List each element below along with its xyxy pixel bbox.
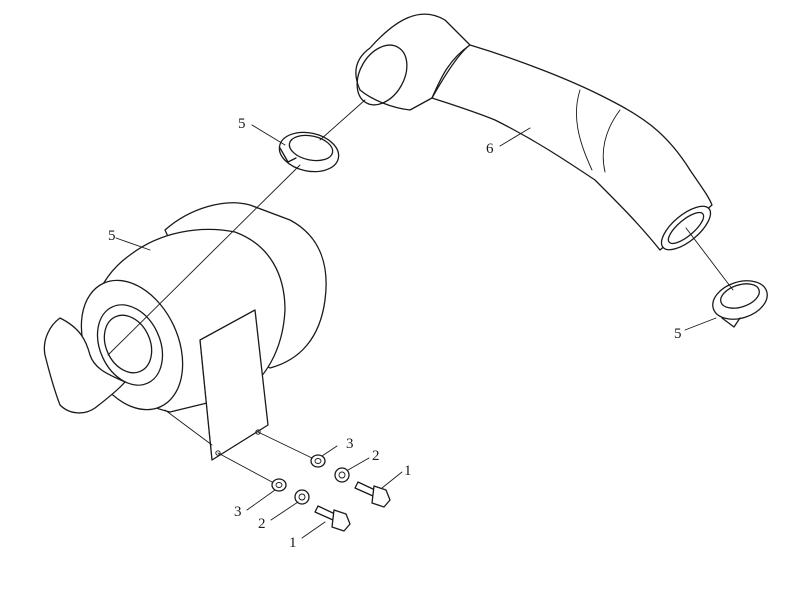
callout-3-upper: 3 — [346, 436, 354, 452]
callout-leaders — [115, 124, 717, 539]
callout-1-upper: 1 — [404, 463, 412, 479]
part-3-washer-upper — [310, 454, 326, 468]
part-4-air-cleaner — [43, 202, 327, 461]
part-2-nut-lower — [294, 489, 310, 505]
callout-5-upper: 5 — [238, 116, 246, 132]
part-1-bolt-lower — [314, 505, 351, 532]
callout-1-lower: 1 — [289, 535, 297, 551]
part-1-bolt-upper — [354, 481, 391, 508]
callout-labels: 5 5 5 6 3 2 1 3 2 1 — [108, 116, 682, 551]
callout-6: 6 — [486, 141, 494, 157]
callout-2-lower: 2 — [258, 516, 266, 532]
callout-2-upper: 2 — [372, 448, 380, 464]
part-3-washer-lower — [271, 478, 287, 492]
callout-3-lower: 3 — [234, 504, 242, 520]
part-2-nut-upper — [334, 467, 350, 483]
part-5-hose-clamp-upper — [278, 131, 340, 173]
assembly-lines — [107, 99, 734, 483]
callout-5-lower: 5 — [674, 326, 682, 342]
part-6-intake-hose — [355, 13, 713, 251]
part-5-hose-clamp-lower — [712, 280, 768, 328]
callout-4: 5 — [108, 228, 116, 244]
